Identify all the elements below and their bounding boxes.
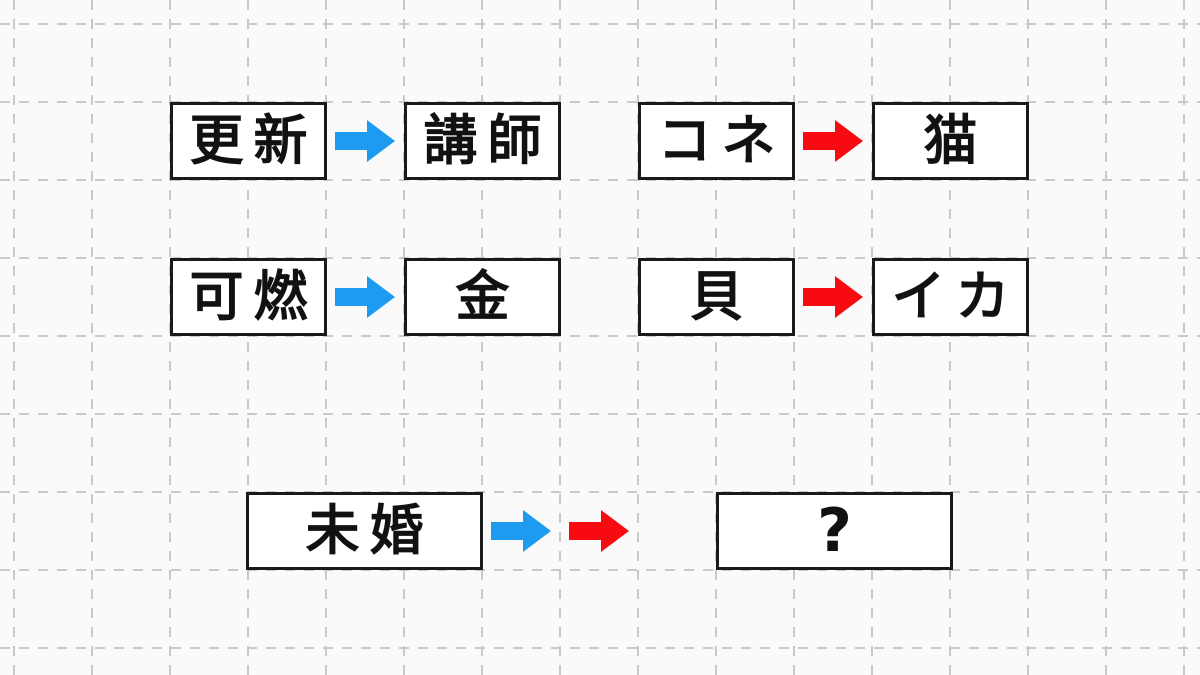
word-label: 猫: [923, 109, 988, 172]
grid-line: [0, 257, 1200, 259]
red-arrow-icon: [569, 510, 629, 552]
grid-line: [325, 0, 327, 675]
grid-line: [871, 0, 873, 675]
grid-line: [0, 101, 1200, 103]
grid-line: [169, 0, 171, 675]
word-box-answer: ?: [716, 492, 953, 570]
grid-line: [715, 0, 717, 675]
grid-line: [1105, 0, 1107, 675]
grid-line: [0, 23, 1200, 25]
word-box-kone: コネ: [638, 102, 795, 180]
grid-line: [1183, 0, 1185, 675]
word-label: 講師: [423, 109, 552, 172]
word-label: 可燃: [189, 265, 318, 328]
blue-arrow-icon: [335, 120, 395, 162]
red-arrow-icon: [803, 120, 863, 162]
grid-line: [481, 0, 483, 675]
word-box-mikon: 未婚: [246, 492, 483, 570]
word-label: 未婚: [305, 499, 434, 562]
grid-line: [637, 0, 639, 675]
grid-line: [247, 0, 249, 675]
red-arrow-icon: [803, 276, 863, 318]
grid-line: [0, 569, 1200, 571]
grid-line: [0, 413, 1200, 415]
grid-line: [1027, 0, 1029, 675]
word-label: 貝: [689, 265, 754, 328]
grid-line: [0, 179, 1200, 181]
blue-arrow-icon: [491, 510, 551, 552]
grid-line: [0, 647, 1200, 649]
grid-line: [793, 0, 795, 675]
grid-line: [13, 0, 15, 675]
word-box-neko: 猫: [872, 102, 1029, 180]
question-mark-label: ?: [817, 496, 852, 566]
word-box-kin: 金: [404, 258, 561, 336]
word-label: 金: [455, 265, 520, 328]
word-box-kai: 貝: [638, 258, 795, 336]
grid-line: [559, 0, 561, 675]
word-box-ika: イカ: [872, 258, 1029, 336]
word-box-koshi: 講師: [404, 102, 561, 180]
grid-line: [0, 491, 1200, 493]
word-box-koshin: 更新: [170, 102, 327, 180]
blue-arrow-icon: [335, 276, 395, 318]
word-label: 更新: [189, 109, 318, 172]
grid-line: [0, 335, 1200, 337]
word-box-kanen: 可燃: [170, 258, 327, 336]
word-label: コネ: [657, 109, 786, 172]
grid-line: [91, 0, 93, 675]
word-label: イカ: [891, 265, 1020, 328]
grid-line: [949, 0, 951, 675]
grid-line: [403, 0, 405, 675]
